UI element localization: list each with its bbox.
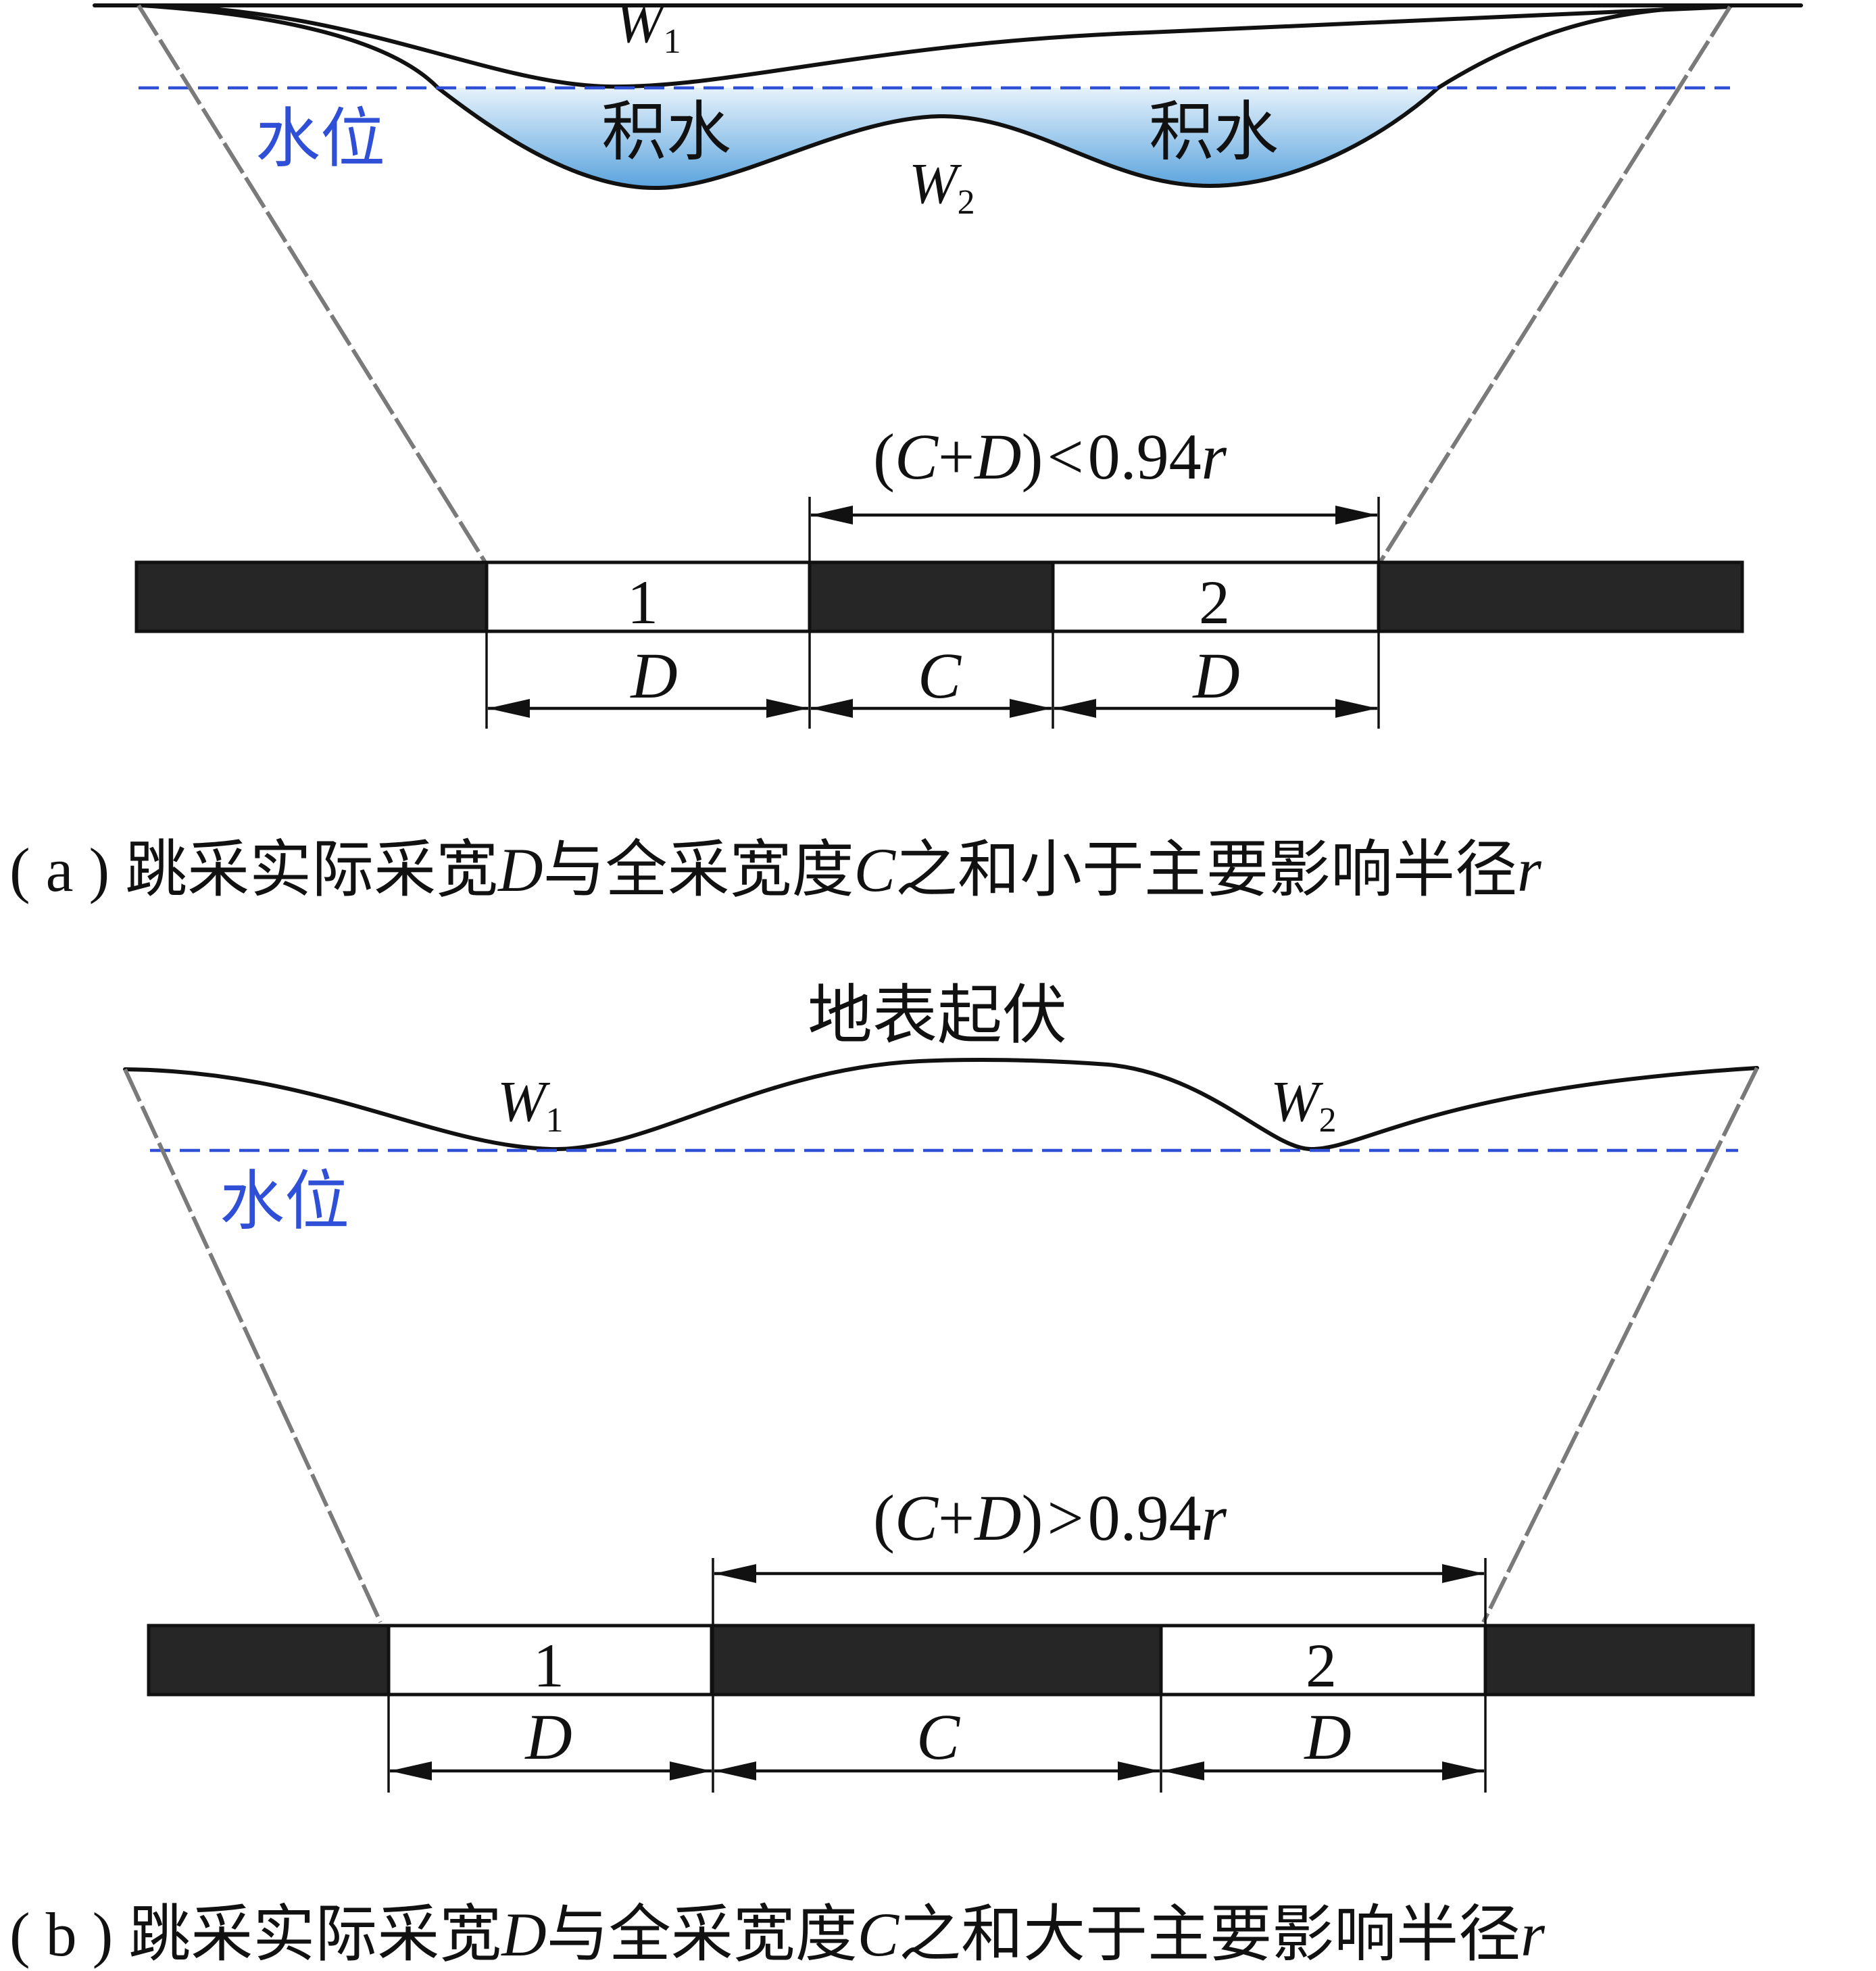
ponding-label-left: 积水	[601, 96, 731, 168]
water-level-label: 水位	[255, 103, 385, 175]
dimension-label-d2: D	[1191, 639, 1239, 712]
unmined-seam-right	[1483, 1624, 1755, 1697]
arrowhead	[1442, 1761, 1484, 1780]
arrowhead	[1010, 699, 1052, 718]
caption-a: ( a ) 跳采实际采宽D与全采宽度C之和小于主要影响半径r	[9, 835, 1542, 904]
label-w1: W1	[497, 1069, 564, 1140]
arrowhead	[670, 1761, 712, 1780]
ponding-label-right: 积水	[1149, 96, 1279, 168]
dimension-label-c: C	[916, 1701, 960, 1773]
draw-angle-line-right	[1377, 5, 1732, 566]
ponding-water-area	[438, 88, 1438, 189]
surface-relief-label: 地表起伏	[808, 979, 1067, 1052]
panel-number-1: 1	[533, 1631, 564, 1700]
coal-pillar-c	[808, 560, 1055, 633]
mined-panel-1	[485, 560, 812, 633]
arrowhead	[1162, 1761, 1204, 1780]
panel-a: W1 W2 水位 积水 积水 (C+D)<0.94r 1 2 D C D ( a…	[9, 0, 1803, 904]
arrowhead	[390, 1761, 432, 1780]
dimension-label-c: C	[918, 639, 962, 712]
arrowhead	[1054, 699, 1096, 718]
label-w2: W2	[909, 151, 975, 222]
condition-label: (C+D)<0.94r	[873, 420, 1227, 493]
panel-number-2: 2	[1306, 1631, 1337, 1700]
unmined-seam-left	[147, 1624, 391, 1697]
surface-relief-curve	[123, 1057, 1759, 1152]
dimension-label-d1: D	[524, 1701, 572, 1773]
arrowhead	[811, 699, 853, 718]
draw-angle-line-left	[137, 4, 489, 566]
dimension-label-d2: D	[1303, 1701, 1351, 1773]
coal-pillar-c	[710, 1624, 1163, 1697]
arrowhead	[766, 699, 808, 718]
arrowhead	[1335, 506, 1377, 525]
draw-angle-line-right	[1481, 1067, 1759, 1624]
dimension-label-d1: D	[629, 639, 677, 712]
subsidence-curve-w1	[133, 3, 1732, 89]
arrowhead	[811, 506, 853, 525]
arrowhead	[1442, 1564, 1484, 1583]
label-w2: W2	[1270, 1069, 1337, 1140]
panel-number-1: 1	[627, 568, 658, 637]
arrowhead	[714, 1564, 756, 1583]
arrowhead	[714, 1761, 756, 1780]
draw-angle-line-left	[123, 1068, 382, 1624]
label-w1: W1	[615, 0, 681, 61]
caption-b: ( b ) 跳采实际采宽D与全采宽度C之和大于主要影响半径r	[9, 1900, 1546, 1969]
unmined-seam-right	[1377, 560, 1744, 633]
condition-label: (C+D)>0.94r	[873, 1482, 1227, 1554]
arrowhead	[488, 699, 530, 718]
unmined-seam-left	[134, 560, 489, 633]
arrowhead	[1118, 1761, 1160, 1780]
water-level-label: 水位	[220, 1165, 349, 1238]
panel-b: 地表起伏 W1 W2 水位 (C+D)>0.94r 1 2 D C D ( b …	[9, 979, 1759, 1969]
panel-number-2: 2	[1199, 568, 1230, 637]
arrowhead	[1335, 699, 1377, 718]
